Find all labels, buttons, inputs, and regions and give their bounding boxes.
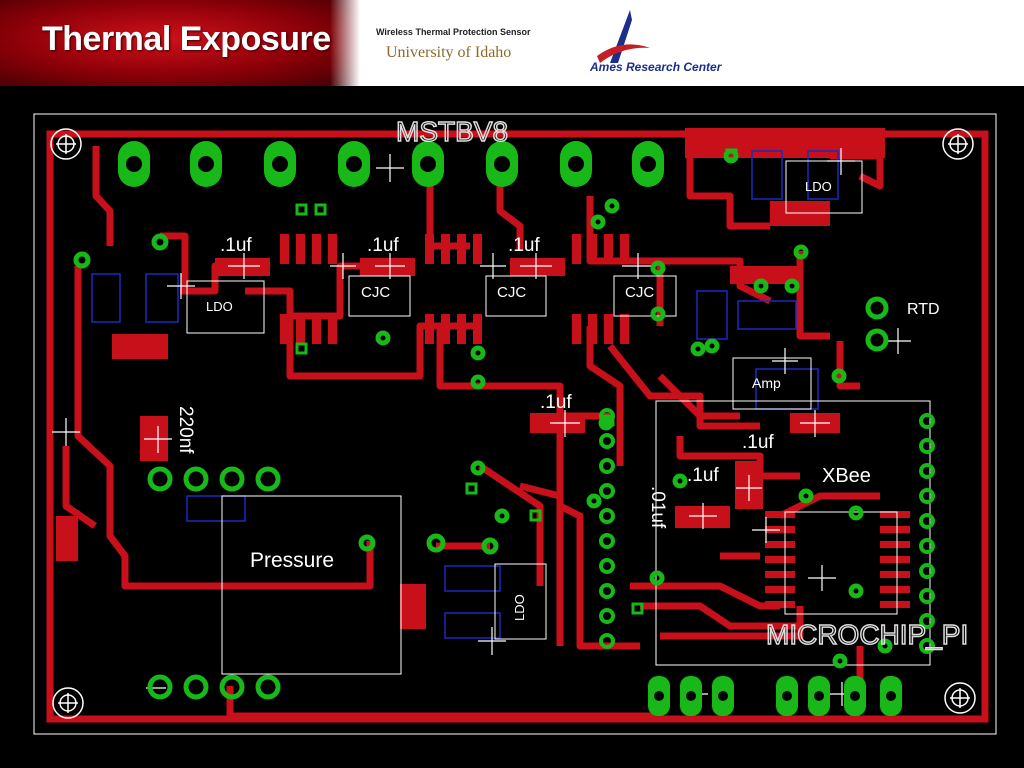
pressure-label: Pressure bbox=[250, 549, 334, 572]
xbee-header-pads bbox=[599, 408, 935, 654]
cjc-label-2: CJC bbox=[497, 284, 526, 301]
bottom-layer-outlines bbox=[91, 150, 839, 639]
board-outline bbox=[33, 113, 997, 735]
square-pads bbox=[295, 148, 738, 615]
amp-label: Amp bbox=[752, 375, 781, 391]
silkscreen-outlines bbox=[186, 160, 931, 675]
slide-header: Thermal Exposure Wireless Thermal Protec… bbox=[0, 0, 1024, 86]
cap-label-01uf: .01uf bbox=[647, 486, 668, 529]
rtd-label: RTD bbox=[907, 301, 940, 318]
origin-markers bbox=[52, 148, 911, 706]
copper-traces bbox=[62, 146, 894, 720]
through-hole-pads bbox=[73, 148, 893, 700]
sensor-subtitle: Wireless Thermal Protection Sensor bbox=[376, 27, 531, 37]
xbee-label: XBee bbox=[822, 465, 871, 487]
cap-label-3: .1uf bbox=[508, 235, 540, 256]
cap-label-2: .1uf bbox=[367, 235, 399, 256]
cap-label-6: .1uf bbox=[687, 465, 719, 486]
university-logo: University of Idaho bbox=[386, 44, 512, 61]
copper-pours bbox=[56, 128, 885, 629]
pcb-layout: MSTBV8 MICROCHIP_PI LDO LDO CJC CJC CJC … bbox=[33, 113, 997, 735]
ldo-label-bottom: LDO bbox=[512, 594, 527, 621]
microchip-label: MICROCHIP_PI bbox=[766, 619, 968, 650]
connector-label: MSTBV8 bbox=[396, 116, 508, 147]
ames-logo-icon bbox=[597, 10, 650, 63]
slide-title: Thermal Exposure bbox=[42, 20, 331, 58]
cap-label-1: .1uf bbox=[220, 235, 252, 256]
mounting-holes bbox=[50, 128, 976, 719]
cjc-label-3: CJC bbox=[625, 284, 654, 301]
ldo-label-top-right: LDO bbox=[805, 179, 832, 194]
cap-label-5: .1uf bbox=[742, 432, 774, 453]
ground-ring-trace bbox=[46, 130, 989, 723]
ldo-label-left: LDO bbox=[206, 299, 233, 314]
cjc-label-1: CJC bbox=[361, 284, 390, 301]
title-banner bbox=[0, 0, 360, 86]
ic-pads bbox=[280, 234, 910, 608]
cap-label-4: .1uf bbox=[540, 392, 572, 413]
cap-label-220nf: 220nf bbox=[175, 406, 196, 454]
ames-research-center-label: Ames Research Center bbox=[590, 60, 722, 74]
